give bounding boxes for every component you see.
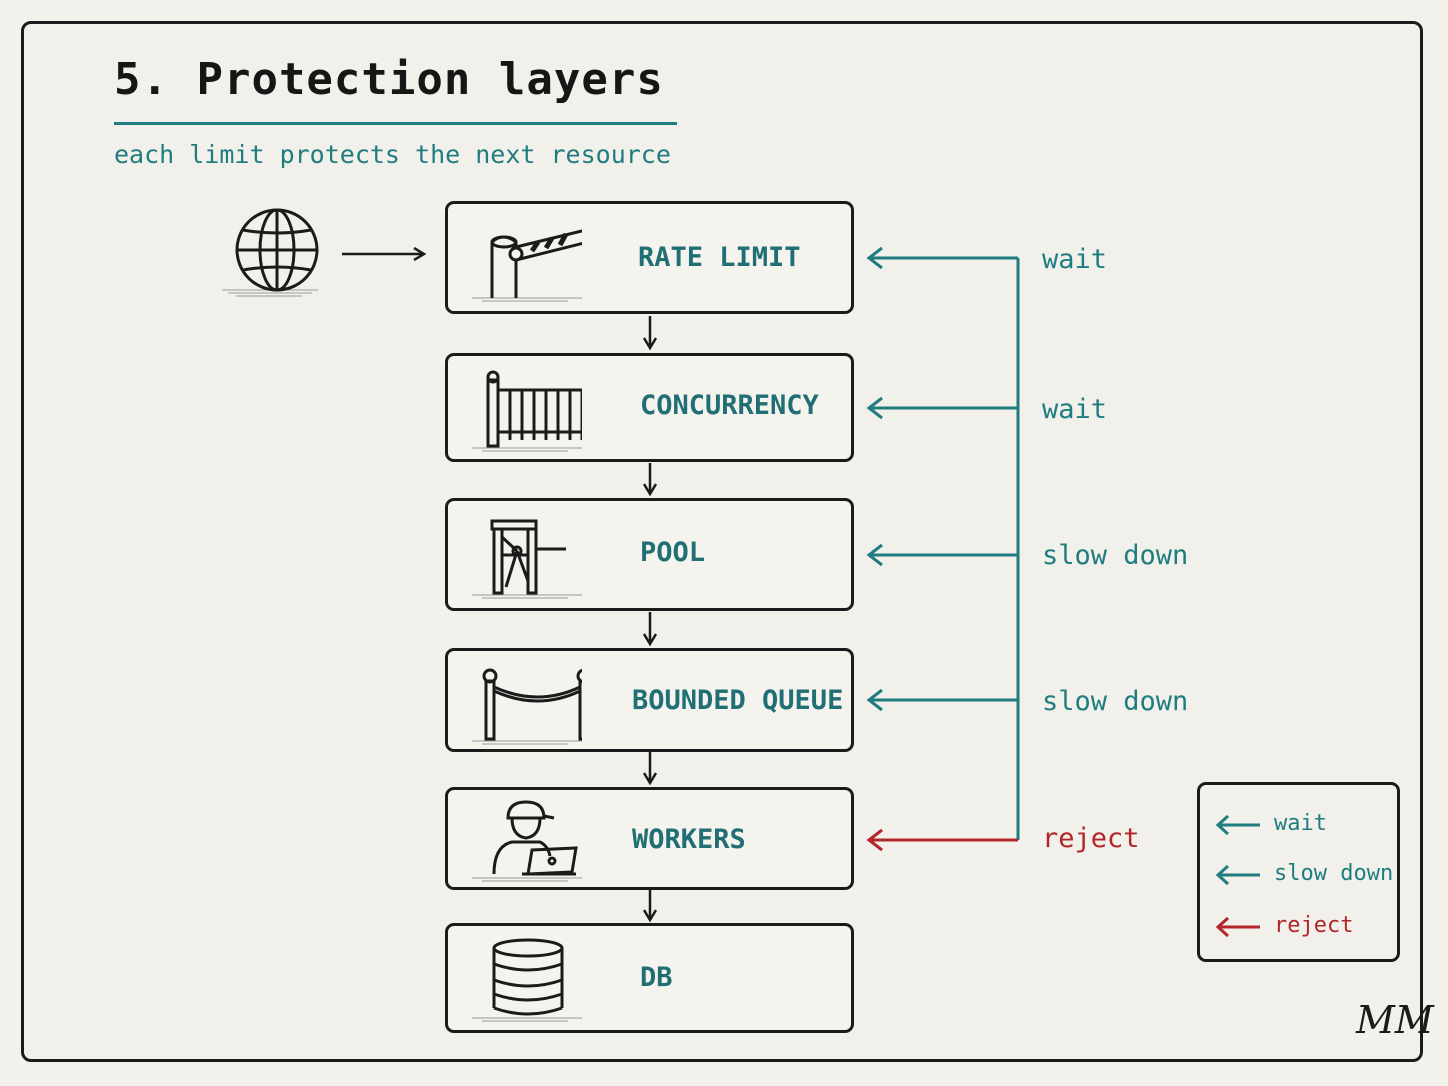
feedback-branch-bounded-queue xyxy=(866,688,1018,712)
layer-label-pool: POOL xyxy=(640,537,706,568)
legend-label-slow-down: slow down xyxy=(1274,861,1394,886)
arrow-left-icon xyxy=(1215,864,1260,886)
layer-rate-limit: RATE LIMIT xyxy=(445,201,854,314)
layer-pool: POOL xyxy=(445,498,854,611)
legend-item-reject: reject xyxy=(1214,913,1394,943)
signal-label-pool: slow down xyxy=(1042,540,1189,571)
legend-item-slow-down: slow down xyxy=(1214,861,1394,891)
layer-label-db: DB xyxy=(640,962,673,993)
title-underline xyxy=(114,122,677,125)
turnstile-icon xyxy=(472,519,582,599)
database-icon xyxy=(472,938,582,1022)
layer-label-bounded-queue: BOUNDED QUEUE xyxy=(632,685,844,716)
signal-label-rate-limit: wait xyxy=(1042,244,1108,275)
signal-label-bounded-queue: slow down xyxy=(1042,686,1189,717)
fence-gate-icon xyxy=(472,370,582,452)
legend: wait slow down reject xyxy=(1197,782,1400,962)
feedback-branch-rate-limit xyxy=(866,246,1018,270)
signature: MM xyxy=(1356,998,1434,1042)
worker-laptop-icon xyxy=(472,800,582,882)
layer-label-workers: WORKERS xyxy=(632,824,746,855)
globe-icon xyxy=(222,208,319,297)
feedback-branch-pool xyxy=(866,543,1018,567)
barrier-gate-icon xyxy=(472,229,582,302)
feedback-branch-concurrency xyxy=(866,396,1018,420)
layer-bounded-queue: BOUNDED QUEUE xyxy=(445,648,854,752)
layer-label-rate-limit: RATE LIMIT xyxy=(638,242,801,273)
layer-workers: WORKERS xyxy=(445,787,854,890)
layer-db: DB xyxy=(445,923,854,1033)
arrow-left-icon xyxy=(1215,916,1260,938)
layer-label-concurrency: CONCURRENCY xyxy=(640,390,819,421)
feedback-branch-workers xyxy=(866,828,1018,852)
signal-label-concurrency: wait xyxy=(1042,394,1108,425)
page-title: 5. Protection layers xyxy=(114,54,664,105)
legend-label-wait: wait xyxy=(1274,811,1327,836)
legend-item-wait: wait xyxy=(1214,811,1394,841)
rope-barrier-icon xyxy=(472,668,582,745)
page-subtitle: each limit protects the next resource xyxy=(114,140,671,169)
signal-label-workers: reject xyxy=(1042,823,1140,854)
layer-concurrency: CONCURRENCY xyxy=(445,353,854,462)
arrow-left-icon xyxy=(1215,814,1260,836)
legend-label-reject: reject xyxy=(1274,913,1354,938)
